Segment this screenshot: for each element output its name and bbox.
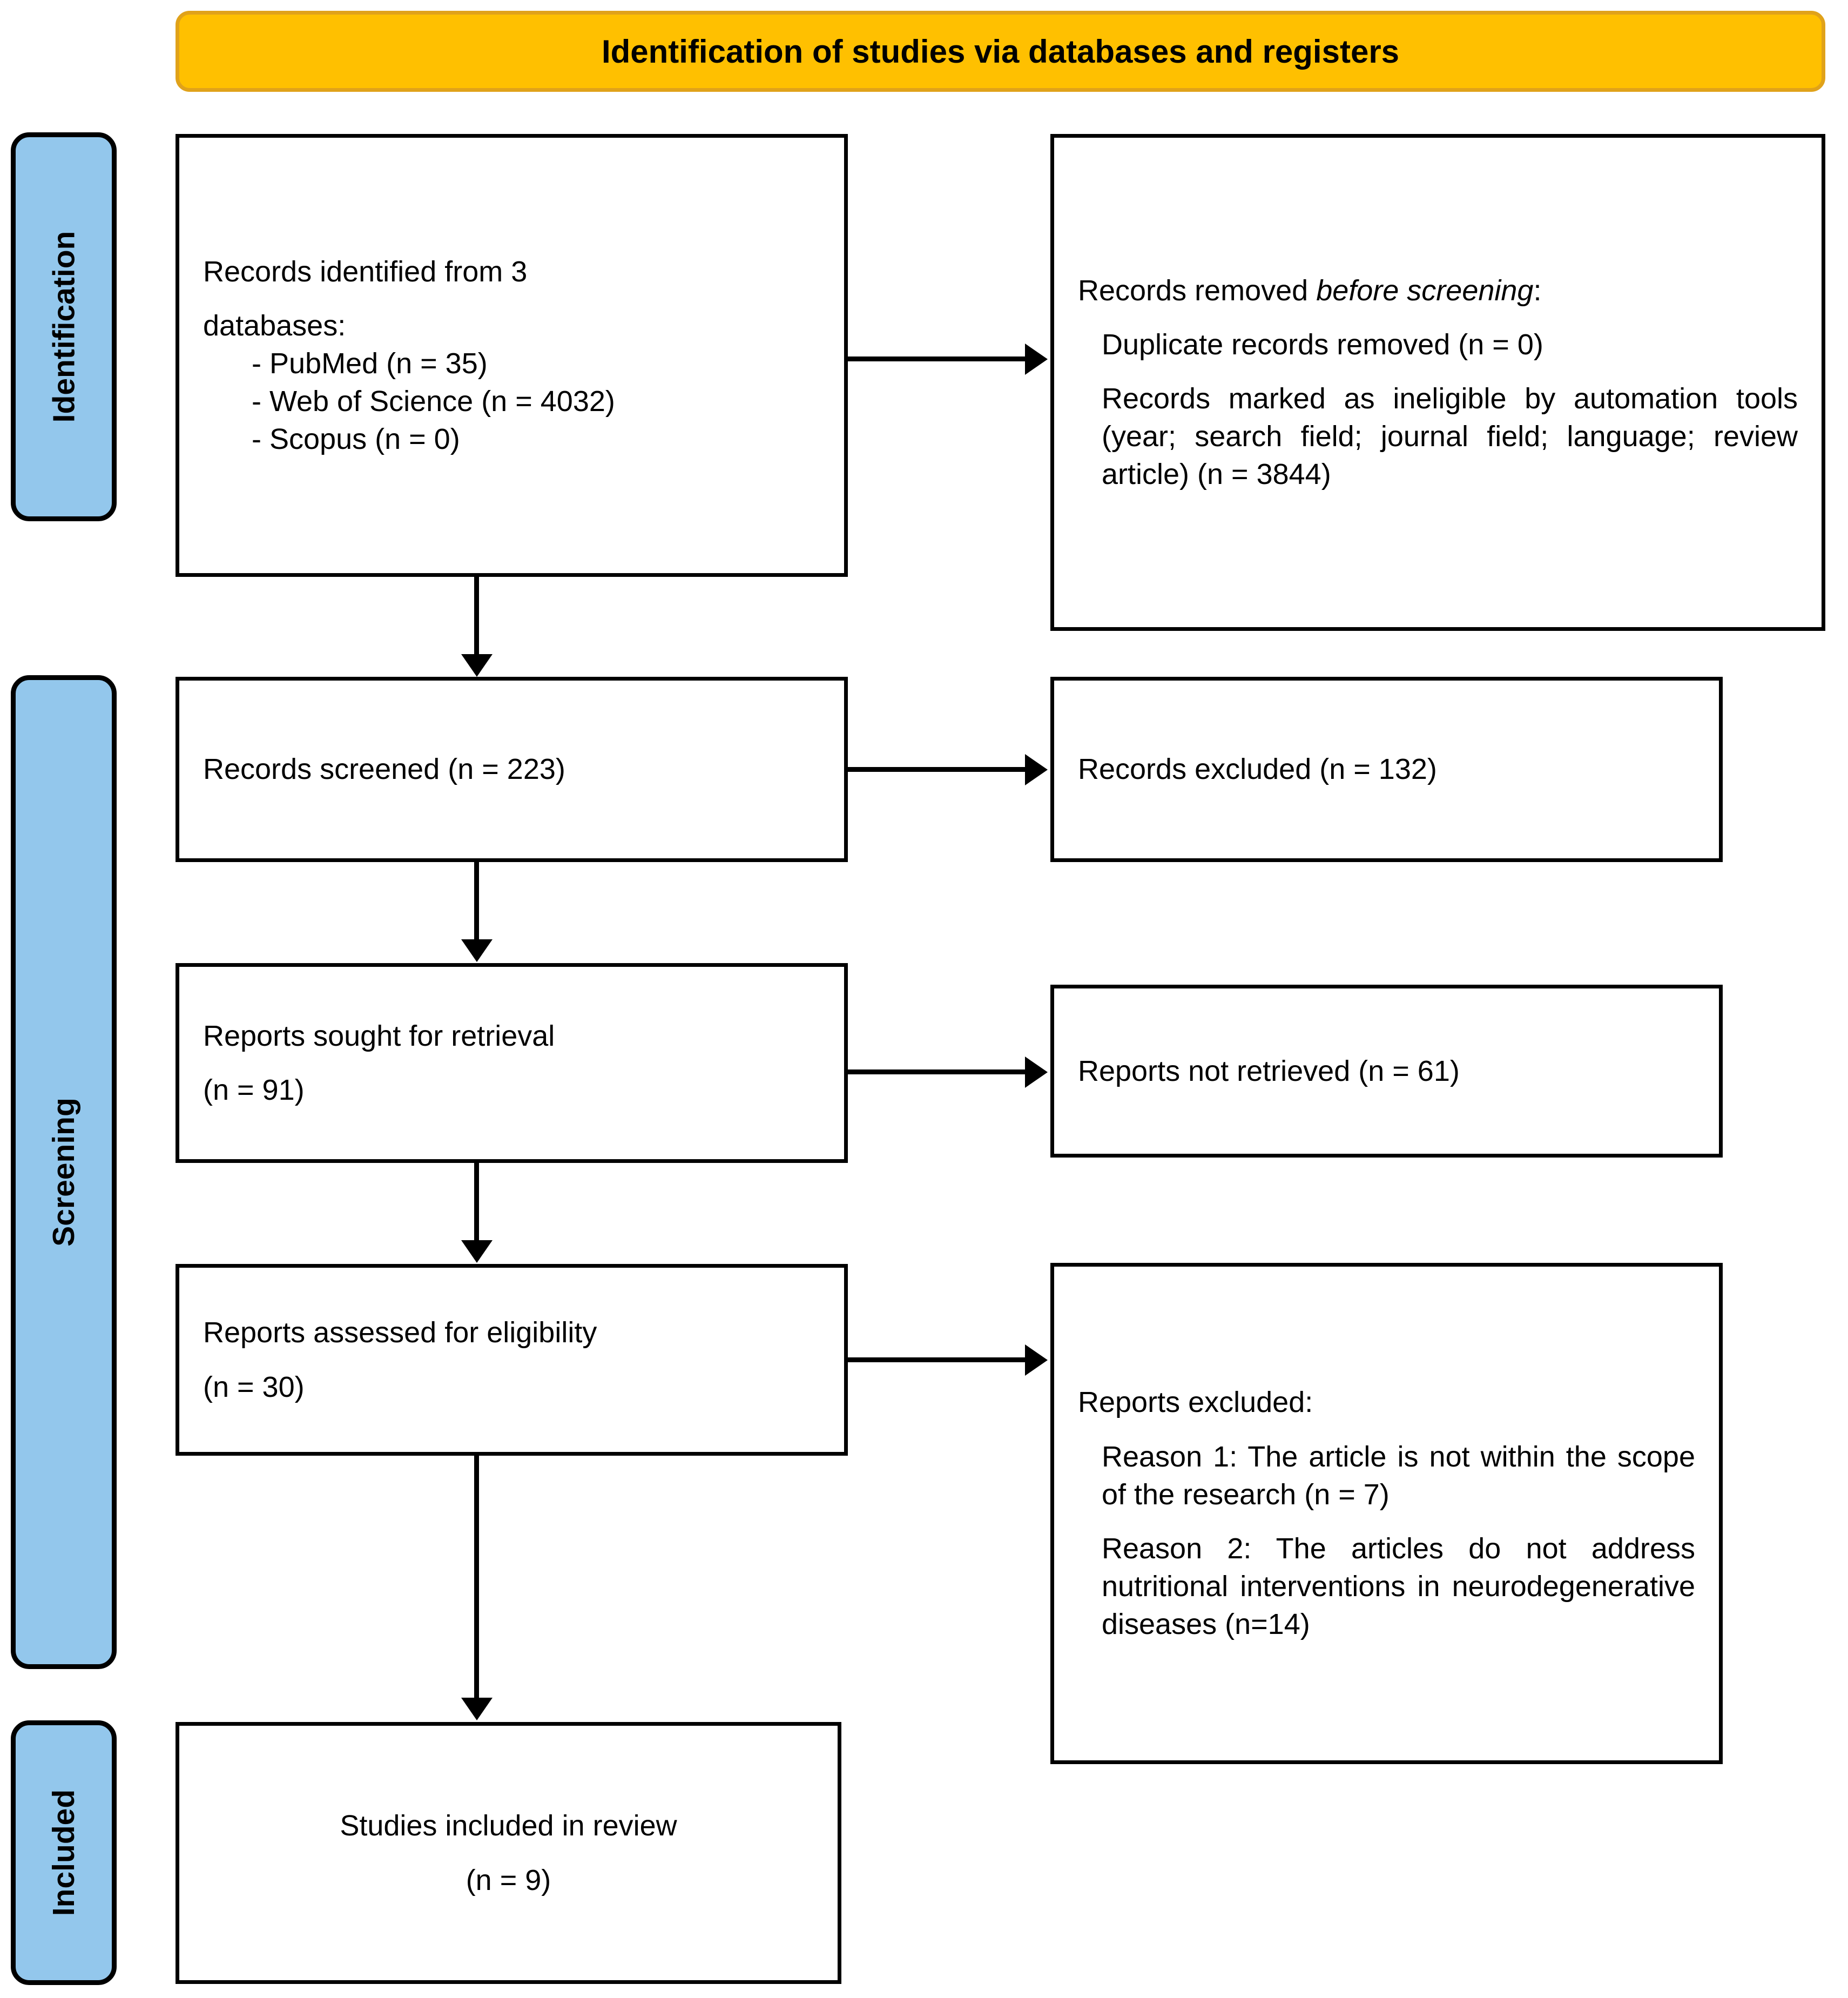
arrow-screened-to-sought [474,862,479,940]
stage-label-identification-text: Identification [46,231,82,423]
records-removed-automation: Records marked as ineligible by automati… [1102,382,1798,491]
box-records-removed: Records removed before screening: Duplic… [1050,134,1825,631]
records-screened-text: Records screened (n = 223) [203,753,565,786]
records-removed-heading: Records removed before screening: [1078,272,1798,310]
reports-excluded-reason-2: Reason 2: The articles do not address nu… [1102,1532,1695,1641]
box-records-excluded: Records excluded (n = 132) [1050,677,1723,862]
reports-sought-line2: (n = 91) [203,1074,305,1106]
records-identified-line2: databases: [203,309,346,342]
reports-excluded-reason-1: Reason 1: The article is not within the … [1102,1440,1695,1511]
banner-identification-header: Identification of studies via databases … [176,11,1825,92]
records-removed-heading-prefix: Records removed [1078,274,1317,307]
studies-included-line2: (n = 9) [466,1864,551,1896]
box-records-identified: Records identified from 3 databases: - P… [176,134,848,577]
box-reports-sought: Reports sought for retrieval (n = 91) [176,963,848,1163]
records-identified-line1: Records identified from 3 [203,255,528,288]
records-removed-heading-suffix: : [1533,274,1542,307]
studies-included-line1: Studies included in review [340,1809,677,1842]
arrow-assessed-to-excluded [848,1357,1026,1362]
stage-label-screening: Screening [11,675,117,1669]
records-identified-bullet-wos: - Web of Science (n = 4032) [252,385,615,418]
box-studies-included: Studies included in review (n = 9) [176,1722,841,1984]
arrow-sought-to-not-retrieved [848,1069,1026,1074]
arrow-sought-to-assessed [474,1163,479,1241]
arrow-identified-to-screened [474,577,479,655]
arrow-assessed-to-included [474,1456,479,1699]
box-reports-not-retrieved: Reports not retrieved (n = 61) [1050,985,1723,1158]
records-identified-bullet-pubmed: - PubMed (n = 35) [252,347,488,380]
stage-label-identification: Identification [11,132,117,521]
box-reports-excluded: Reports excluded: Reason 1: The article … [1050,1263,1723,1764]
stage-label-screening-text: Screening [46,1098,81,1247]
box-reports-assessed: Reports assessed for eligibility (n = 30… [176,1264,848,1456]
arrow-screened-to-excluded [848,767,1026,772]
arrow-identified-to-removed [848,356,1026,361]
banner-title: Identification of studies via databases … [601,33,1400,70]
stage-label-included: Included [11,1720,117,1985]
records-removed-duplicates: Duplicate records removed (n = 0) [1102,328,1543,361]
records-excluded-text: Records excluded (n = 132) [1078,753,1437,786]
box-records-screened: Records screened (n = 223) [176,677,848,862]
stage-label-included-text: Included [46,1789,82,1916]
reports-sought-line1: Reports sought for retrieval [203,1019,555,1052]
reports-excluded-heading: Reports excluded: [1078,1386,1313,1419]
reports-assessed-line1: Reports assessed for eligibility [203,1316,597,1349]
records-identified-bullet-scopus: - Scopus (n = 0) [252,423,460,456]
records-removed-heading-italic: before screening [1316,274,1534,307]
reports-assessed-line2: (n = 30) [203,1370,305,1403]
reports-not-retrieved-text: Reports not retrieved (n = 61) [1078,1054,1460,1087]
